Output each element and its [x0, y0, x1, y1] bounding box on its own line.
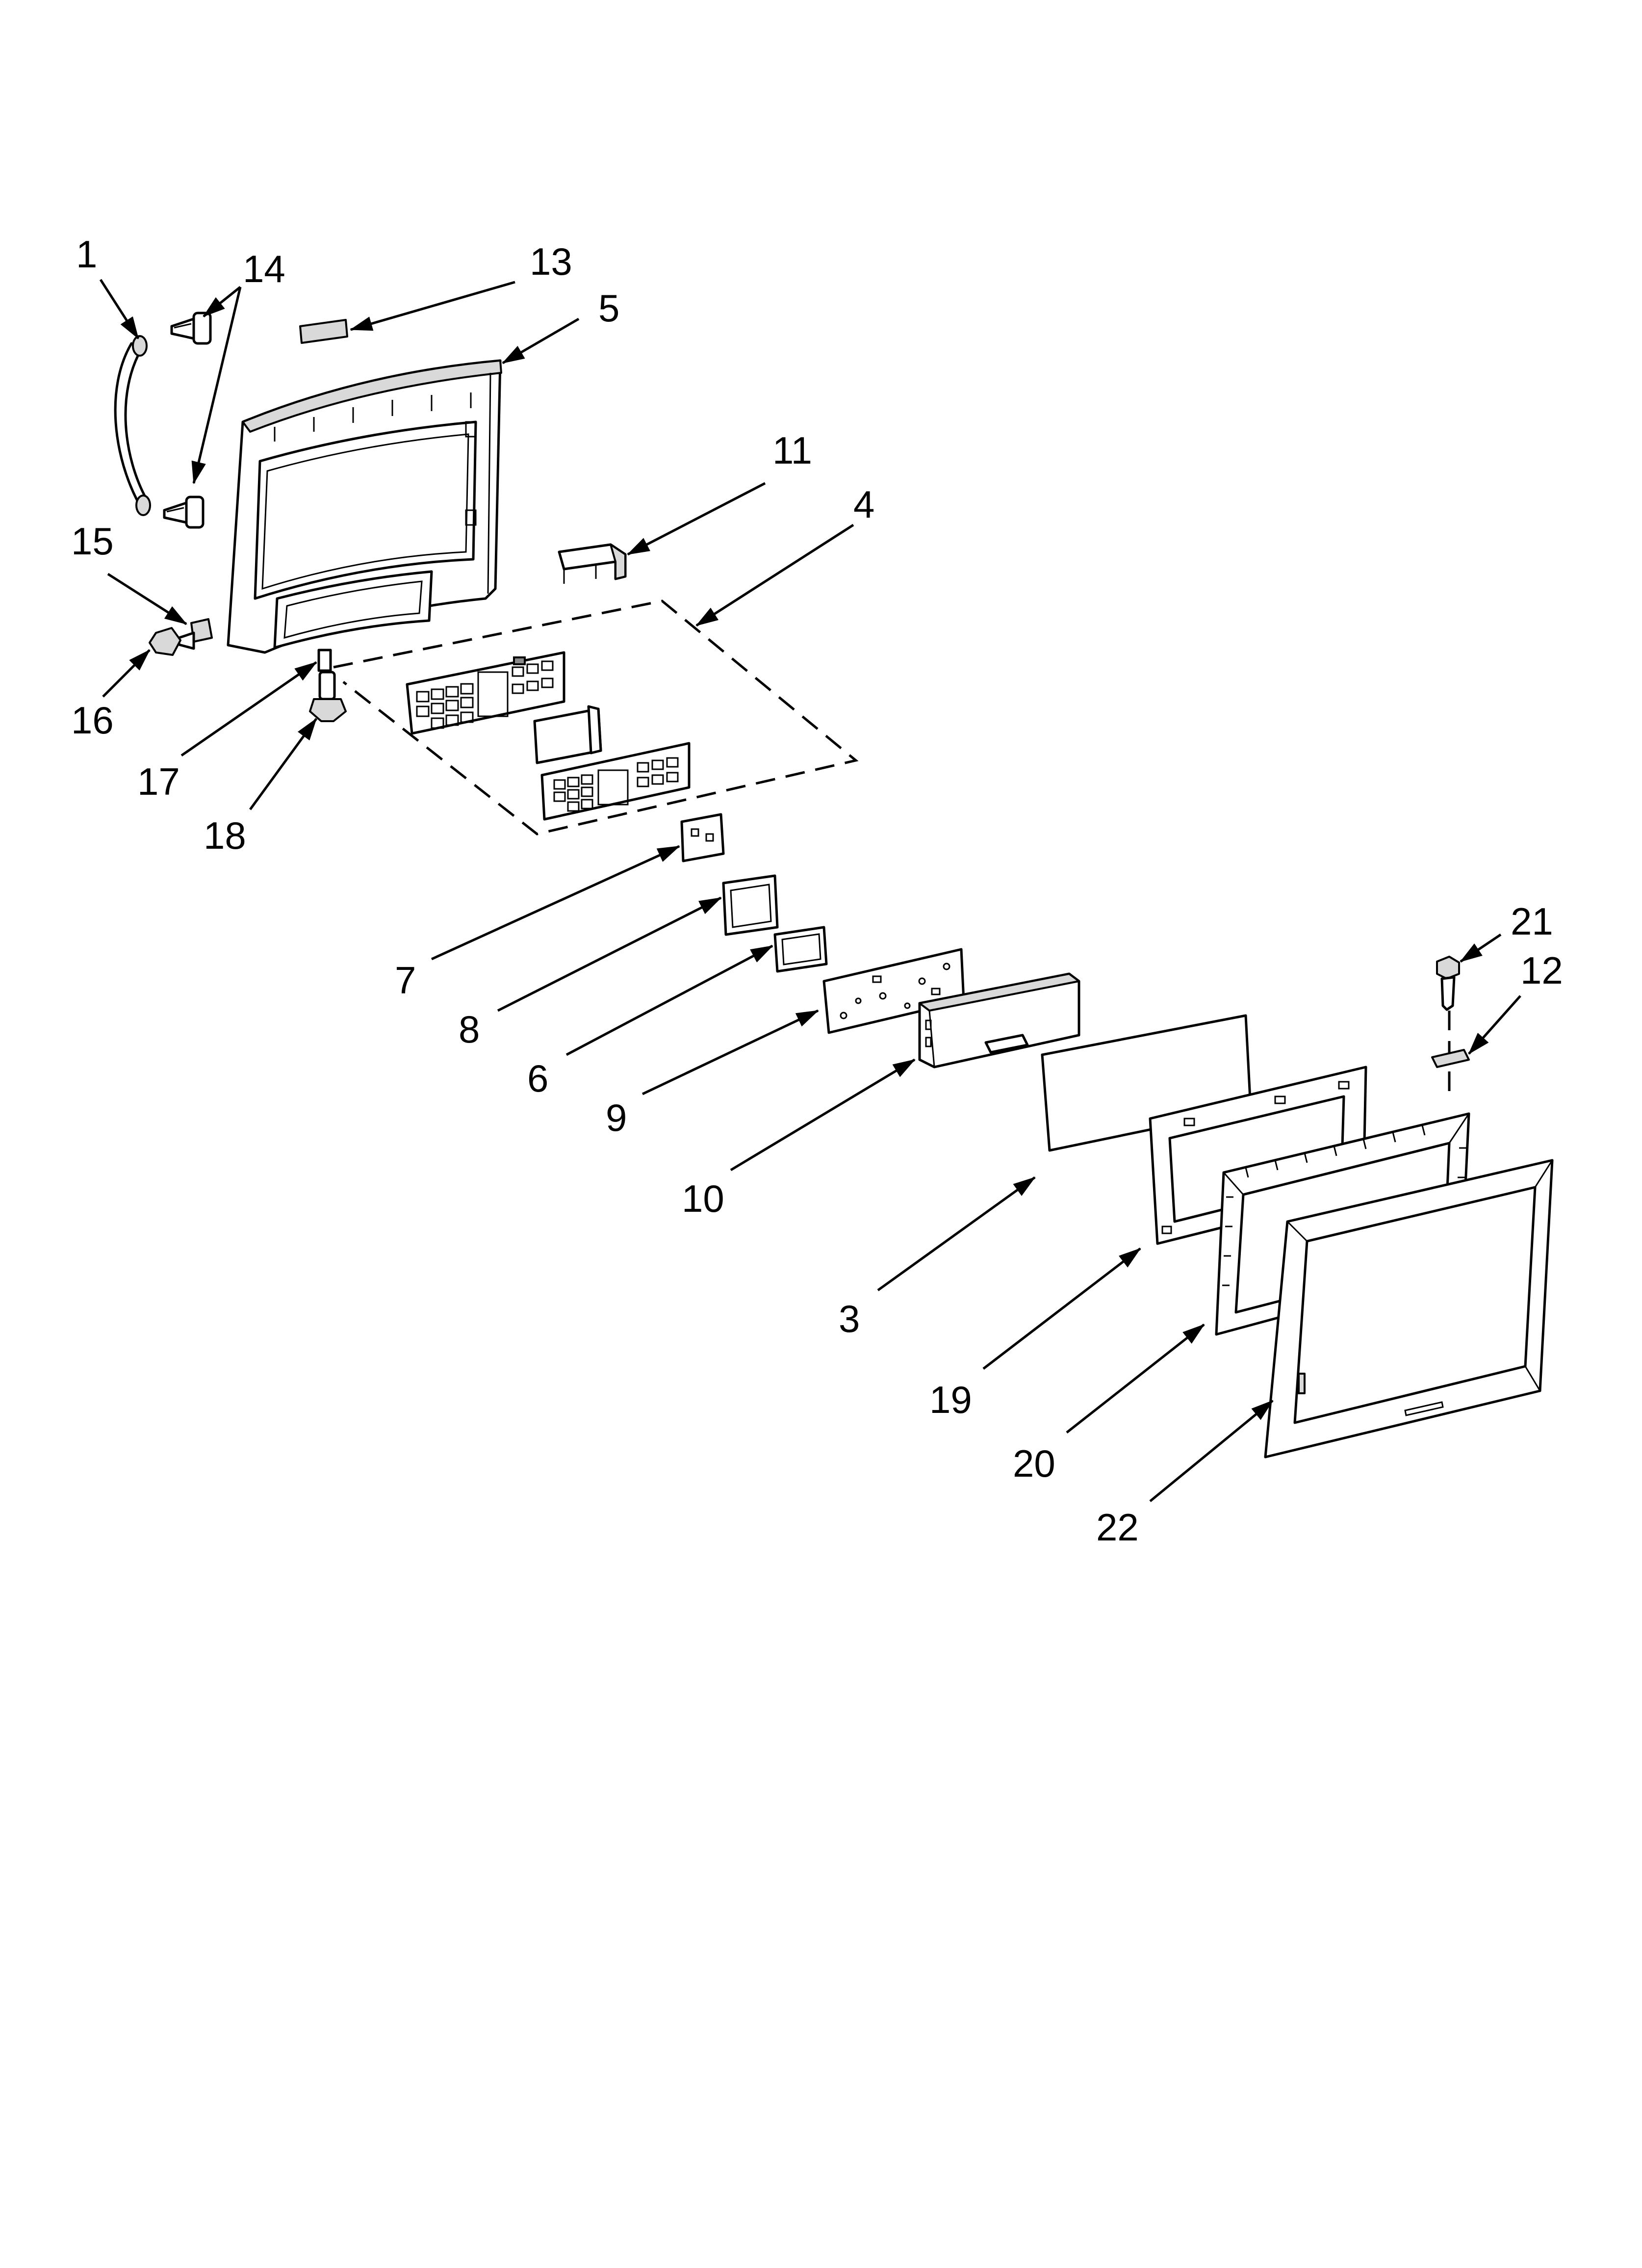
leader-lines	[99, 279, 1521, 1502]
leader-20	[1066, 1324, 1205, 1434]
part-1-handle	[114, 335, 151, 516]
leader-4	[695, 523, 854, 627]
part-22-outer-door	[1264, 1159, 1554, 1459]
leader-9	[641, 1009, 819, 1095]
callout-7: 7	[395, 959, 416, 1002]
callout-21: 21	[1511, 900, 1553, 943]
leader-5	[502, 317, 580, 365]
callout-10: 10	[682, 1177, 724, 1220]
leader-10	[730, 1058, 916, 1172]
part-17-latch	[317, 649, 332, 672]
callout-20: 20	[1013, 1442, 1055, 1485]
part-12-clip	[1431, 1049, 1470, 1068]
part-13-badge	[299, 319, 348, 344]
leader-14b	[191, 287, 242, 484]
part-10-housing	[918, 972, 1080, 1069]
leader-15	[107, 573, 187, 626]
leader-6	[565, 944, 773, 1056]
leader-13	[350, 281, 515, 331]
leader-16	[102, 649, 151, 698]
callout-9: 9	[606, 1096, 627, 1139]
callout-6: 6	[527, 1057, 548, 1100]
leader-17	[180, 661, 317, 757]
part-14-screw-bottom	[163, 495, 205, 529]
callout-15: 15	[71, 520, 114, 563]
callout-8: 8	[459, 1008, 480, 1051]
leader-18	[249, 718, 318, 810]
part-21-screw	[1436, 956, 1460, 1094]
part-4-keypad-assembly	[333, 600, 859, 835]
callout-19: 19	[929, 1378, 972, 1421]
leader-1	[99, 279, 140, 339]
part-11-bracket	[558, 543, 627, 584]
callout-3: 3	[839, 1297, 860, 1340]
leader-11	[627, 482, 766, 556]
callout-5: 5	[598, 287, 619, 330]
part-14-screw-top	[170, 312, 212, 345]
part-6-display	[773, 926, 828, 973]
leader-12	[1468, 995, 1521, 1055]
callout-14: 14	[243, 247, 285, 290]
callout-4: 4	[853, 483, 874, 526]
leader-7	[431, 845, 680, 961]
callout-18: 18	[204, 814, 246, 857]
callout-labels: 1 14 13 5 11 4 15 16 17 18 7 8 6 9 10 21…	[71, 233, 1563, 1549]
callout-13: 13	[530, 240, 572, 283]
leader-19	[982, 1248, 1141, 1370]
callout-1: 1	[76, 233, 97, 276]
part-7-board	[680, 813, 725, 862]
leader-14a	[203, 286, 241, 317]
leader-22	[1149, 1400, 1274, 1502]
leader-8	[497, 896, 722, 1012]
callout-22: 22	[1096, 1506, 1139, 1549]
part-5-door-frame	[227, 359, 502, 654]
callout-16: 16	[71, 699, 114, 742]
callout-17: 17	[137, 760, 180, 803]
leader-21	[1460, 933, 1502, 963]
leader-3	[877, 1176, 1036, 1292]
callout-12: 12	[1520, 949, 1563, 992]
part-8-gasket	[722, 874, 779, 936]
part-16-screw	[149, 627, 195, 656]
callout-11: 11	[772, 429, 812, 472]
part-18-screw	[309, 671, 347, 722]
